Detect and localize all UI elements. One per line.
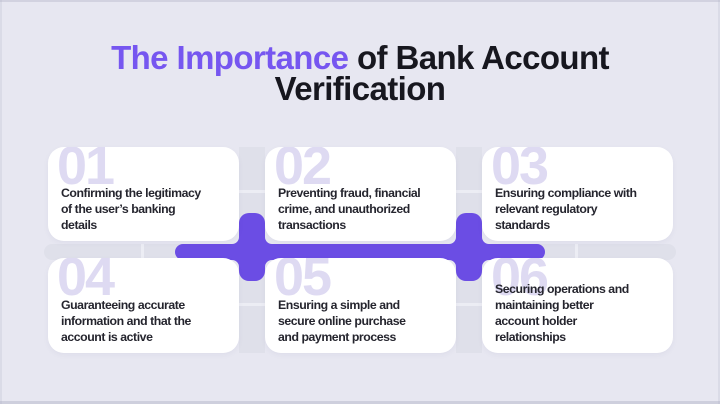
card-01: 01 Confirming the legitimacy of the user… xyxy=(48,147,239,241)
card-03-number: 03 xyxy=(491,147,549,196)
track-seam xyxy=(456,190,482,193)
page-title: The Importance of Bank Account Verificat… xyxy=(60,39,660,107)
title-highlight: The Importance xyxy=(111,39,349,76)
track-vertical-left xyxy=(239,147,265,353)
track-seam xyxy=(456,303,482,306)
card-03-text: Ensuring compliance with relevant regula… xyxy=(495,186,637,232)
track-vertical-right xyxy=(456,147,482,353)
track-seam xyxy=(239,303,265,306)
card-02-text: Preventing fraud, financial crime, and u… xyxy=(278,186,421,232)
card-06-text: Securing operations and maintaining bett… xyxy=(495,282,629,344)
card-02: 02 Preventing fraud, financial crime, an… xyxy=(265,147,456,241)
track-seam xyxy=(575,244,578,260)
track-seam xyxy=(141,244,144,260)
card-05: 05 Ensuring a simple and secure online p… xyxy=(265,258,456,353)
card-01-text: Confirming the legitimacy of the user’s … xyxy=(61,186,201,232)
card-05-text: Ensuring a simple and secure online purc… xyxy=(278,298,406,344)
card-04-number: 04 xyxy=(57,258,115,307)
card-03: 03 Ensuring compliance with relevant reg… xyxy=(482,147,673,241)
card-06: 06 Securing operations and maintaining b… xyxy=(482,258,673,353)
card-02-number: 02 xyxy=(274,147,332,196)
card-04: 04 Guaranteeing accurate information and… xyxy=(48,258,239,353)
card-04-text: Guaranteeing accurate information and th… xyxy=(61,298,191,344)
track-seam xyxy=(239,190,265,193)
title-rest: of Bank Account Verification xyxy=(274,39,610,107)
card-01-number: 01 xyxy=(57,147,115,196)
